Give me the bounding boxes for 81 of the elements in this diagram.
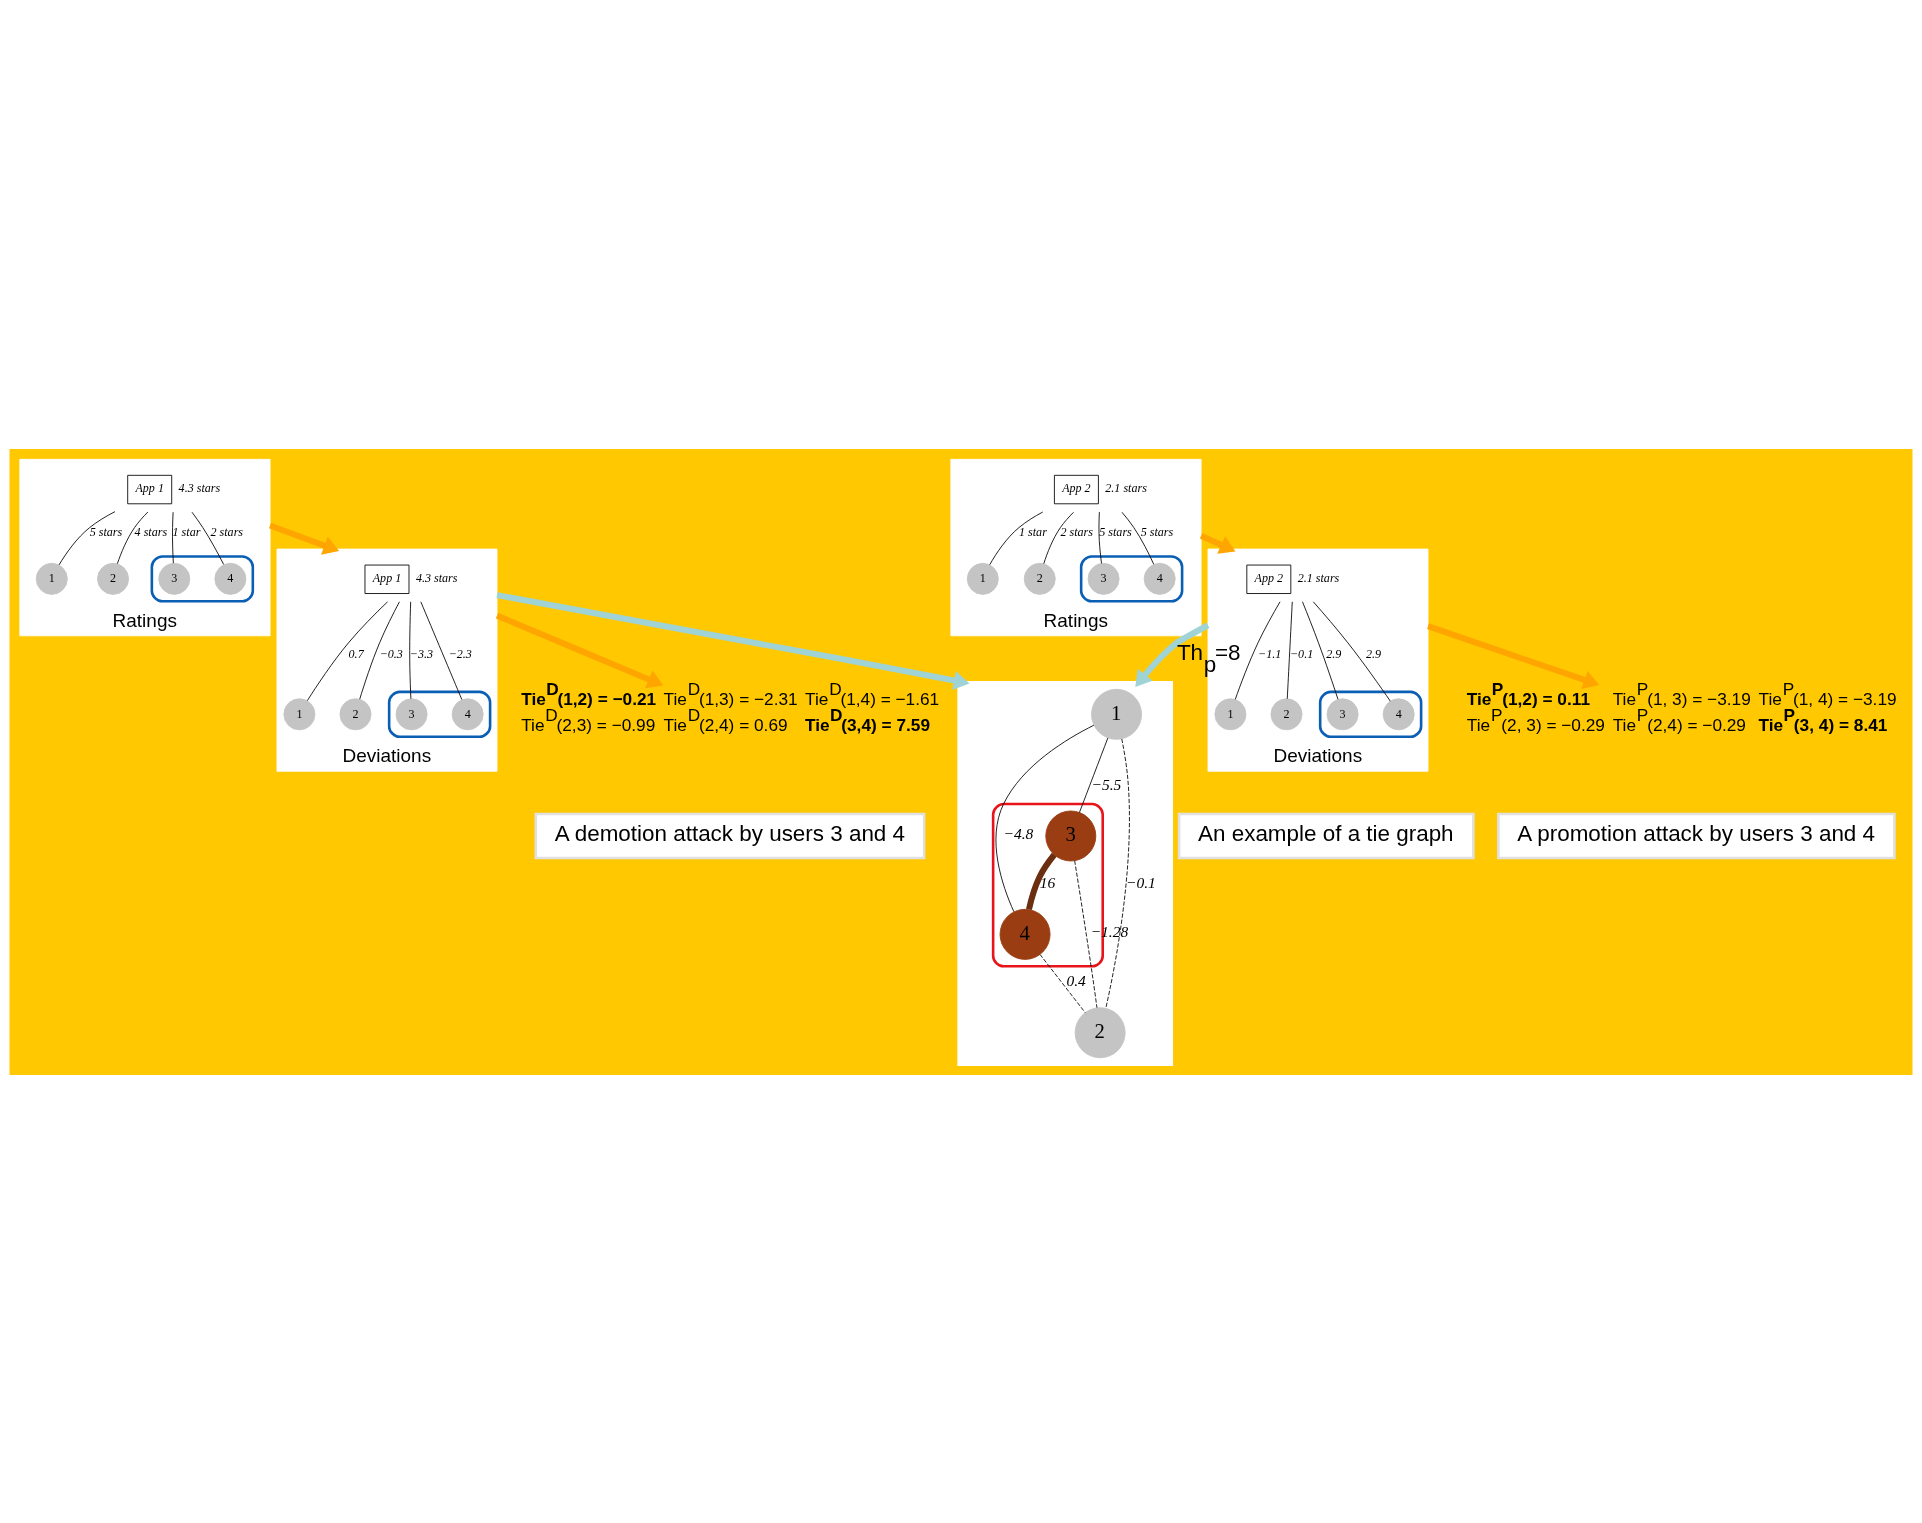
edge-label: 1 star <box>1019 524 1047 539</box>
node-circle: 4 <box>1143 562 1176 595</box>
arrow <box>1135 622 1210 687</box>
cluster <box>150 554 255 603</box>
connector <box>191 511 225 565</box>
connector <box>1079 737 1109 813</box>
connector <box>420 600 463 700</box>
node-circle: 3 <box>158 562 191 595</box>
connector <box>172 511 174 564</box>
connector <box>1121 511 1155 565</box>
cluster <box>957 680 1174 1066</box>
connector <box>1234 600 1281 700</box>
edge-label: −0.3 <box>379 646 403 661</box>
connector <box>306 600 388 701</box>
edge-label: −5.5 <box>1091 775 1122 793</box>
node-circle: 4 <box>214 562 247 595</box>
node-circle: 1 <box>1214 697 1247 730</box>
node-label: 4.3 stars <box>415 570 458 585</box>
node-box: A demotion attack by users 3 and 4 <box>534 812 926 859</box>
connector <box>1098 511 1102 564</box>
node-circle: 3 <box>1326 697 1359 730</box>
edge-label: 4 stars <box>134 524 168 539</box>
edge-label: 2 stars <box>210 524 244 539</box>
connector <box>116 511 149 564</box>
node-label: 4.3 stars <box>178 480 221 495</box>
connector <box>58 510 116 565</box>
node-circle: 2 <box>339 697 372 730</box>
edge-label: 1 star <box>172 524 201 539</box>
connector <box>1286 600 1293 699</box>
connector <box>1312 600 1391 702</box>
edge-label: 16 <box>1039 873 1056 891</box>
arrow <box>496 591 970 690</box>
arrow <box>495 612 664 688</box>
node-circle: 2 <box>1074 1006 1126 1058</box>
node-circle: 1 <box>1091 688 1142 740</box>
node-circle: 1 <box>966 562 999 595</box>
node-circle: 2 <box>1270 697 1303 730</box>
connector <box>995 724 1095 912</box>
connector <box>409 600 412 699</box>
node-circle: 1 <box>283 697 316 730</box>
node-circle: 4 <box>451 697 484 730</box>
cluster <box>387 690 492 738</box>
edge-label: −4.8 <box>1003 824 1034 842</box>
node-circle: 3 <box>395 697 428 730</box>
node-circle: 4 <box>999 908 1051 960</box>
edge-label: −1.1 <box>1258 646 1282 661</box>
edge-label: 5 stars <box>89 524 123 539</box>
edge-label: 5 stars <box>1140 524 1174 539</box>
connector <box>359 600 400 700</box>
connector <box>1043 511 1074 564</box>
node-box: A promotion attack by users 3 and 4 <box>1497 812 1896 859</box>
cluster <box>1318 690 1423 738</box>
node-circle: 2 <box>1023 562 1056 595</box>
arrow <box>1199 532 1236 554</box>
connector <box>1026 852 1057 910</box>
edge-label: 0.4 <box>1066 971 1086 989</box>
edge-label: 2.9 <box>1326 646 1342 661</box>
edge-label: 0.7 <box>348 646 364 661</box>
node-circle: 3 <box>1045 810 1097 861</box>
connector <box>989 511 1044 565</box>
connector <box>1039 953 1086 1013</box>
edge-label: −0.1 <box>1126 873 1156 891</box>
node-circle: 4 <box>1382 697 1415 730</box>
edge-label: −0.1 <box>1289 646 1314 661</box>
node-circle: 1 <box>35 562 68 595</box>
edge-label: −2.3 <box>448 646 472 661</box>
connector <box>1302 600 1339 700</box>
connector <box>1105 738 1130 1009</box>
edge-label: 5 stars <box>1099 524 1132 539</box>
edge-label: 2.9 <box>1365 646 1381 661</box>
node-circle: 3 <box>1087 562 1120 595</box>
connector <box>1074 859 1098 1008</box>
node-label: 2.1 stars <box>1105 480 1147 495</box>
node-label: 2.1 stars <box>1297 570 1340 585</box>
edge-label: −3.3 <box>409 646 434 661</box>
edge-label: 2 stars <box>1060 524 1093 539</box>
node-circle: 2 <box>97 562 129 595</box>
arrow <box>1427 622 1600 689</box>
cluster <box>1079 554 1184 603</box>
arrow <box>269 522 340 555</box>
node-box: An example of a tie graph <box>1177 812 1475 859</box>
